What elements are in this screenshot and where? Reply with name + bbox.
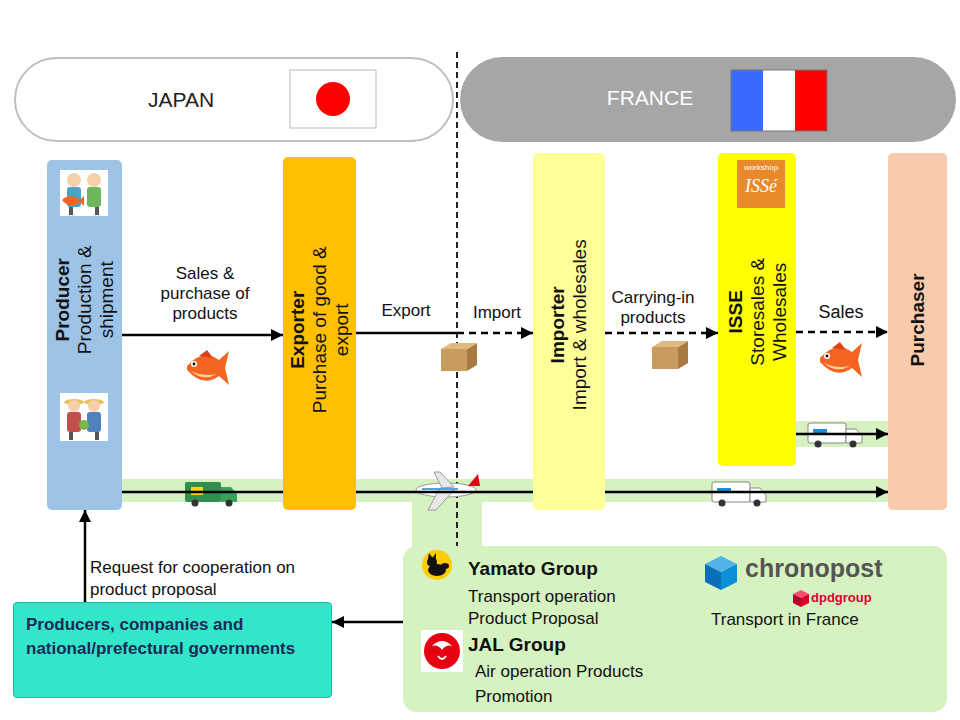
rotated-text-block: ProducerProduction & shipment bbox=[52, 220, 118, 380]
flow-label: Import bbox=[468, 303, 526, 323]
connector-segment bbox=[122, 491, 283, 494]
dpd-logo bbox=[793, 590, 809, 607]
arrow-label: Sales & purchase of products bbox=[148, 264, 262, 324]
fish-icon bbox=[820, 342, 862, 377]
text-holder: FRANCE bbox=[580, 86, 720, 110]
rotated-text-block: ImporterImport & wholesales bbox=[547, 205, 591, 445]
france-flag bbox=[731, 70, 827, 131]
node-text: chronopost bbox=[745, 554, 883, 583]
truck-icon bbox=[185, 482, 237, 507]
actor-column: ExporterPurchase of good & export bbox=[283, 157, 356, 510]
connector-segment bbox=[356, 491, 533, 494]
japan-flag bbox=[290, 70, 376, 128]
text-holder: ISSé bbox=[737, 176, 785, 197]
flow-arrow bbox=[122, 492, 888, 493]
arrow-label: Export bbox=[375, 301, 437, 321]
text-holder: Export bbox=[375, 301, 437, 321]
text-holder: JAPAN bbox=[111, 88, 251, 112]
parcel-icon bbox=[652, 341, 688, 369]
flow-arrow bbox=[122, 335, 283, 336]
flow-arrow bbox=[332, 622, 403, 623]
van-icon bbox=[712, 482, 766, 507]
farmers-icon bbox=[60, 393, 108, 441]
text-holder: chronopost bbox=[745, 554, 883, 583]
actor-name: Purchaser bbox=[907, 245, 929, 395]
isse-logo bbox=[737, 160, 785, 208]
node-text: Air operation Products Promotion bbox=[475, 659, 645, 709]
fish-icon bbox=[187, 350, 229, 385]
node-text: JAL Group bbox=[468, 634, 566, 656]
text-holder: Carrying-in products bbox=[602, 288, 704, 328]
yamato-logo bbox=[422, 550, 452, 580]
actor-name: Exporter bbox=[287, 230, 309, 430]
partner-panel: Yamato GroupTransport operation Product … bbox=[403, 546, 947, 712]
text-holder: Import bbox=[468, 303, 526, 323]
country-band: FRANCE bbox=[460, 57, 956, 142]
jal-logo bbox=[421, 630, 463, 672]
text-holder: dpdgroup bbox=[811, 590, 872, 605]
node-text: FRANCE bbox=[580, 86, 720, 110]
connector-segment bbox=[356, 332, 457, 335]
actor-name: ISSE bbox=[724, 229, 746, 394]
logo-text: workshop bbox=[737, 163, 785, 172]
logo-text: ISSé bbox=[737, 176, 785, 197]
text-holder: Sales & purchase of products bbox=[148, 264, 262, 324]
actor-column: ImporterImport & wholesales bbox=[533, 153, 605, 510]
country-band: JAPAN bbox=[14, 57, 454, 142]
arrow-label: Request for cooperation on product propo… bbox=[90, 557, 330, 601]
arrow-label: Sales bbox=[808, 302, 874, 323]
connector-segment bbox=[457, 332, 533, 335]
text-holder: JAL Group bbox=[468, 634, 566, 656]
actor-column: Purchaser bbox=[888, 153, 947, 510]
actor-role: Import & wholesales bbox=[569, 205, 591, 445]
actor-role: Purchase of good & export bbox=[309, 230, 353, 430]
chronopost-logo bbox=[705, 556, 737, 590]
connector-segment bbox=[605, 332, 718, 335]
connector-segment bbox=[796, 433, 888, 436]
flow-arrow bbox=[85, 510, 86, 602]
rotated-text-block: ExporterPurchase of good & export bbox=[287, 230, 353, 430]
transport-band bbox=[412, 479, 482, 551]
text-holder: Transport operation Product Proposal bbox=[468, 586, 643, 630]
flow-arrow bbox=[356, 333, 533, 334]
actor-name: Importer bbox=[547, 205, 569, 445]
text-holder: Request for cooperation on product propo… bbox=[90, 557, 330, 601]
actor-role: Storesales & Wholesales bbox=[746, 229, 790, 394]
stakeholder-text: Producers, companies and national/prefec… bbox=[26, 613, 319, 661]
border-divider bbox=[456, 52, 458, 546]
rotated-text-block: ISSEStoresales & Wholesales bbox=[724, 229, 790, 394]
rotated-text-block: Purchaser bbox=[907, 245, 929, 395]
text-holder: Yamato Group bbox=[468, 558, 598, 580]
text-holder: workshop bbox=[737, 163, 785, 172]
transport-band bbox=[122, 479, 888, 502]
text-holder: Sales bbox=[808, 302, 874, 323]
text-holder: Air operation Products Promotion bbox=[475, 659, 645, 709]
flow-arrow bbox=[796, 434, 888, 435]
fishermen-icon bbox=[60, 170, 108, 216]
node-text: Yamato Group bbox=[468, 558, 598, 580]
arrow-label: Carrying-in products bbox=[602, 288, 704, 328]
node-text: Transport in France bbox=[711, 610, 859, 630]
node-text: dpdgroup bbox=[811, 590, 872, 605]
actor-name: Producer bbox=[52, 220, 74, 380]
connector-segment bbox=[122, 334, 283, 337]
connector-segment bbox=[84, 510, 87, 602]
node-text: Transport operation Product Proposal bbox=[468, 586, 643, 630]
connector-segment bbox=[605, 491, 888, 494]
flow-arrow bbox=[605, 333, 718, 334]
transport-band bbox=[796, 421, 888, 447]
actor-role: Production & shipment bbox=[74, 220, 118, 380]
flow-arrow bbox=[796, 332, 888, 333]
parcel-icon bbox=[441, 343, 477, 371]
node-text: JAPAN bbox=[111, 88, 251, 112]
stakeholder-box: Producers, companies and national/prefec… bbox=[13, 602, 332, 698]
text-holder: Transport in France bbox=[711, 610, 859, 630]
connector-segment bbox=[332, 621, 403, 624]
connector-segment bbox=[796, 331, 888, 334]
